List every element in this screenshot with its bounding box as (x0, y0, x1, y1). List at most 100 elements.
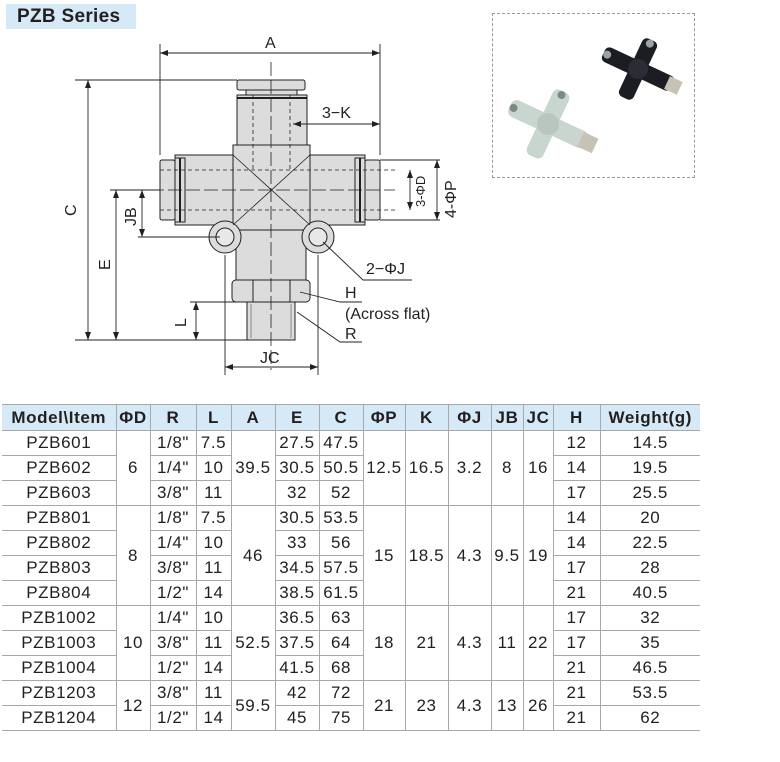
cell-r: 1/4" (149, 605, 197, 631)
cell-model: PZB804 (2, 580, 117, 606)
cell-model: PZB601 (2, 430, 117, 456)
dim-label-k: 3−K (322, 105, 351, 122)
cell-l: 11 (195, 680, 232, 706)
cell-h: 17 (552, 555, 601, 581)
cell-weight: 40.5 (599, 580, 700, 606)
cell-p: 15 (362, 505, 406, 606)
cell-jc: 22 (522, 605, 554, 681)
cell-r: 1/4" (149, 455, 197, 481)
cell-weight: 62 (599, 705, 700, 731)
spec-table: Model\Item ΦD R L A E C ΦP K ΦJ JB JC H … (2, 404, 700, 731)
dim-label-l: L (173, 318, 190, 327)
cell-jc: 26 (522, 680, 554, 731)
cell-e: 41.5 (274, 655, 320, 681)
cell-r: 1/2" (149, 580, 197, 606)
cell-h: 17 (552, 605, 601, 631)
cell-weight: 25.5 (599, 480, 700, 506)
cell-jb: 9.5 (490, 505, 524, 606)
cell-r: 1/4" (149, 530, 197, 556)
cell-e: 34.5 (274, 555, 320, 581)
cell-model: PZB802 (2, 530, 117, 556)
cell-l: 7.5 (195, 430, 232, 456)
dim-label-a: A (265, 35, 276, 52)
cell-model: PZB1204 (2, 705, 117, 731)
cell-h: 21 (552, 580, 601, 606)
cell-r: 3/8" (149, 480, 197, 506)
cell-a: 46 (230, 505, 276, 606)
cell-c: 61.5 (318, 580, 364, 606)
cell-l: 10 (195, 455, 232, 481)
header-l: L (196, 404, 232, 431)
cell-model: PZB1002 (2, 605, 117, 631)
cell-jb: 8 (490, 430, 524, 506)
cell-p: 21 (362, 680, 406, 731)
cell-weight: 46.5 (599, 655, 700, 681)
cell-l: 11 (195, 630, 232, 656)
cell-e: 27.5 (274, 430, 320, 456)
cell-j: 4.3 (447, 605, 492, 681)
cell-j: 3.2 (447, 430, 492, 506)
cell-l: 11 (195, 480, 232, 506)
cell-l: 7.5 (195, 505, 232, 531)
cell-model: PZB603 (2, 480, 117, 506)
cell-h: 17 (552, 480, 601, 506)
header-jb: JB (491, 404, 524, 431)
cell-weight: 53.5 (599, 680, 700, 706)
cell-r: 3/8" (149, 555, 197, 581)
cell-h: 12 (552, 430, 601, 456)
cell-jc: 19 (522, 505, 554, 606)
cell-r: 1/8" (149, 505, 197, 531)
cell-model: PZB602 (2, 455, 117, 481)
cell-e: 32 (274, 480, 320, 506)
cell-c: 52 (318, 480, 364, 506)
cell-c: 50.5 (318, 455, 364, 481)
cell-weight: 28 (599, 555, 700, 581)
cell-weight: 20 (599, 505, 700, 531)
cell-k: 21 (404, 605, 449, 681)
cell-c: 57.5 (318, 555, 364, 581)
cell-model: PZB803 (2, 555, 117, 581)
cell-weight: 22.5 (599, 530, 700, 556)
dim-label-h: H (345, 285, 357, 302)
cell-r: 3/8" (149, 680, 197, 706)
cell-k: 18.5 (404, 505, 449, 606)
cell-l: 14 (195, 655, 232, 681)
table-header-row: Model\Item ΦD R L A E C ΦP K ΦJ JB JC H … (2, 404, 700, 431)
cell-r: 1/2" (149, 705, 197, 731)
cell-c: 64 (318, 630, 364, 656)
cell-c: 75 (318, 705, 364, 731)
dim-label-jb: JB (123, 207, 140, 226)
cell-e: 37.5 (274, 630, 320, 656)
header-j: ΦJ (448, 404, 492, 431)
series-title: PZB Series (6, 4, 136, 29)
cell-jb: 11 (490, 605, 524, 681)
cell-model: PZB1004 (2, 655, 117, 681)
cell-k: 23 (404, 680, 449, 731)
cell-l: 14 (195, 705, 232, 731)
cell-r: 3/8" (149, 630, 197, 656)
header-weight: Weight(g) (600, 404, 700, 431)
cell-weight: 14.5 (599, 430, 700, 456)
cell-weight: 35 (599, 630, 700, 656)
dim-label-h-note: (Across flat) (345, 306, 430, 323)
cell-c: 47.5 (318, 430, 364, 456)
header-k: K (405, 404, 449, 431)
dim-label-jc: JC (260, 350, 280, 367)
cell-weight: 19.5 (599, 455, 700, 481)
cell-r: 1/8" (149, 430, 197, 456)
header-p: ΦP (363, 404, 406, 431)
header-jc: JC (523, 404, 554, 431)
cell-d: 6 (115, 430, 151, 506)
cell-a: 39.5 (230, 430, 276, 506)
cell-a: 52.5 (230, 605, 276, 681)
cell-model: PZB1003 (2, 630, 117, 656)
cell-h: 14 (552, 505, 601, 531)
